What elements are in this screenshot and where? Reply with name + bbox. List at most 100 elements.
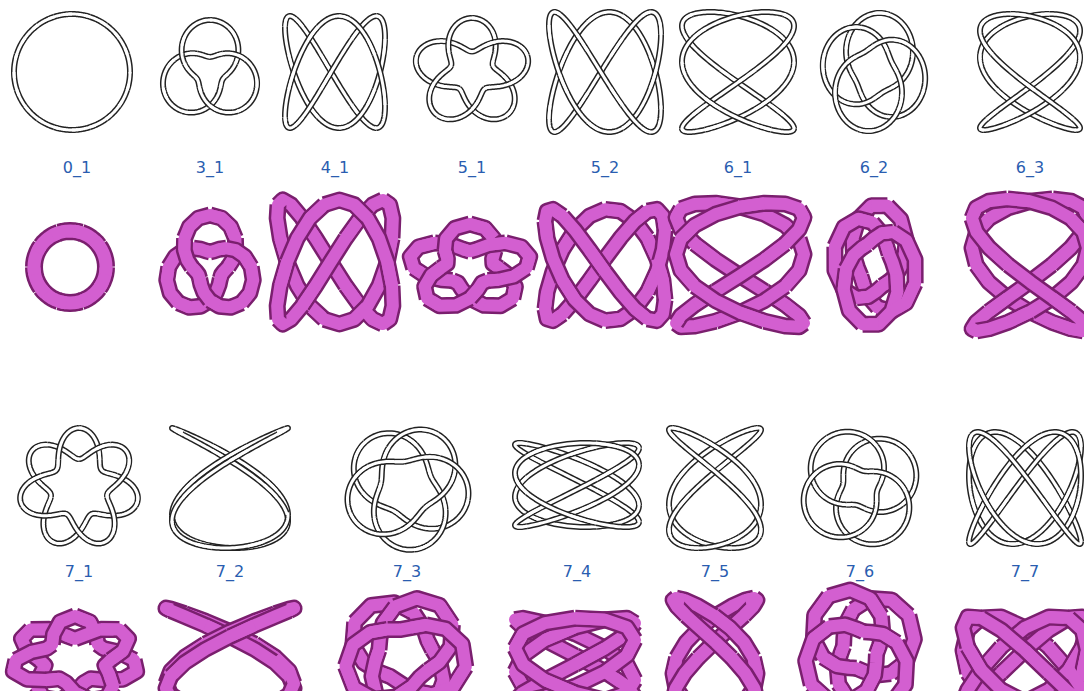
knot-strand-fill <box>588 12 633 25</box>
knot-strand-fill <box>783 14 794 45</box>
knot-strand-fill <box>107 459 129 497</box>
knot-strand-fill <box>1025 650 1084 691</box>
knot-strand-fill <box>669 494 690 536</box>
knot-strand-fill <box>448 18 475 53</box>
knot-strand-fill <box>969 432 1008 454</box>
knot-strand-fill <box>549 105 560 132</box>
knot-strand-fill <box>98 494 138 516</box>
knot-strand-fill <box>472 18 496 42</box>
knot-strand-fill <box>75 673 113 691</box>
knot-strand-fill <box>96 445 129 473</box>
knot-strand-fill <box>642 105 661 132</box>
knot-strand-fill <box>516 503 596 527</box>
knot-strand-fill <box>549 25 568 93</box>
knot-strand-fill <box>183 450 248 497</box>
knot-strand-fill <box>611 88 650 132</box>
knot-strand-fill <box>360 262 393 324</box>
knot-strand-fill <box>888 479 909 541</box>
knot-name: 5_1 <box>458 158 486 177</box>
knot-outline <box>20 428 138 544</box>
knot-strand-fill <box>981 14 1025 25</box>
knot-strand-fill <box>398 502 432 531</box>
knot-strand-fill <box>611 12 650 56</box>
knot-strand-fill <box>673 688 700 691</box>
knot-outline <box>969 432 1081 544</box>
knot-strand-fill <box>163 88 192 113</box>
knot-strand-fill <box>894 40 925 94</box>
knot-celtic <box>676 203 804 327</box>
knot-strand-fill <box>622 16 656 75</box>
knot-strand-fill <box>835 57 855 104</box>
knot-celtic <box>34 231 106 303</box>
knot-strand-edge <box>693 16 738 39</box>
knot-strand-fill <box>416 41 449 67</box>
knot-strand-fill <box>588 119 633 132</box>
knot-outline <box>823 13 925 131</box>
knot-strand-fill <box>46 616 96 649</box>
knot-strand-fill <box>716 642 757 691</box>
knot-strand-fill <box>339 16 375 55</box>
knot-strand-fill <box>172 485 196 531</box>
knot-strand-fill <box>289 27 318 90</box>
knot-strand-fill <box>285 117 303 128</box>
knot-strand-fill <box>703 439 753 481</box>
knot-strand-edge <box>835 57 855 87</box>
knot-strand-fill <box>29 459 59 482</box>
knot-name: 7_2 <box>216 562 244 581</box>
knot-strand-fill <box>1052 298 1084 331</box>
knot-strand-fill <box>1063 111 1080 130</box>
knot-strand-fill <box>1008 435 1071 512</box>
knot-outline <box>14 14 130 130</box>
knot-strand-fill <box>285 16 303 27</box>
knot-celtic <box>167 215 253 307</box>
knot-outline <box>980 14 1080 130</box>
knot-celtic <box>972 199 1084 331</box>
knot-strand-fill <box>375 89 385 128</box>
knot-strand-fill <box>755 125 794 132</box>
knot-strand-fill <box>289 55 318 118</box>
knot-celtic <box>806 590 915 691</box>
knot-name: 7_4 <box>563 562 591 581</box>
knot-strand-fill <box>1042 432 1081 454</box>
knot-strand-fill <box>698 688 757 691</box>
knot-strand-edge <box>755 74 791 109</box>
knot-strand-fill <box>740 305 804 327</box>
knot-strand-edge <box>596 465 639 503</box>
knot-celtic <box>963 617 1084 691</box>
knot-strand-fill <box>485 77 521 89</box>
knot-strand-fill <box>1025 650 1084 691</box>
knot-strand-fill <box>94 240 106 274</box>
knot-strand-edge <box>527 493 596 523</box>
knot-name: 7_5 <box>701 562 729 581</box>
knot-celtic <box>13 616 136 691</box>
knot-strand-fill <box>430 66 452 95</box>
knot-outline <box>285 16 385 128</box>
knot-strand-fill <box>248 512 288 546</box>
knot-name: 0_1 <box>63 158 91 177</box>
knot-strand-fill <box>705 98 771 129</box>
knot-outline <box>549 12 661 132</box>
knot-strand-fill <box>424 457 468 505</box>
knot-strand-edge <box>887 90 924 117</box>
knot-strand-fill <box>339 89 375 128</box>
knot-strand-fill <box>166 663 185 691</box>
knot-strand-edge <box>980 489 1025 542</box>
knot-strand-fill <box>363 493 401 516</box>
knot-outline <box>804 432 917 545</box>
knot-strand-fill <box>237 77 257 111</box>
knot-name: 6_2 <box>860 158 888 177</box>
knot-strand-fill <box>560 75 599 130</box>
knot-strand-fill <box>682 125 721 132</box>
knot-strand-fill <box>804 472 823 533</box>
knot-strand-fill <box>309 16 349 39</box>
celtic-knots <box>13 199 1084 691</box>
knot-strand-fill <box>238 55 257 88</box>
knot-celtic <box>515 618 635 691</box>
knot-strand-edge <box>738 16 783 39</box>
knot-name: 4_1 <box>321 158 349 177</box>
knot-strand-fill <box>79 520 115 544</box>
knot-strand-edge <box>685 74 721 109</box>
knot-celtic <box>277 200 393 324</box>
